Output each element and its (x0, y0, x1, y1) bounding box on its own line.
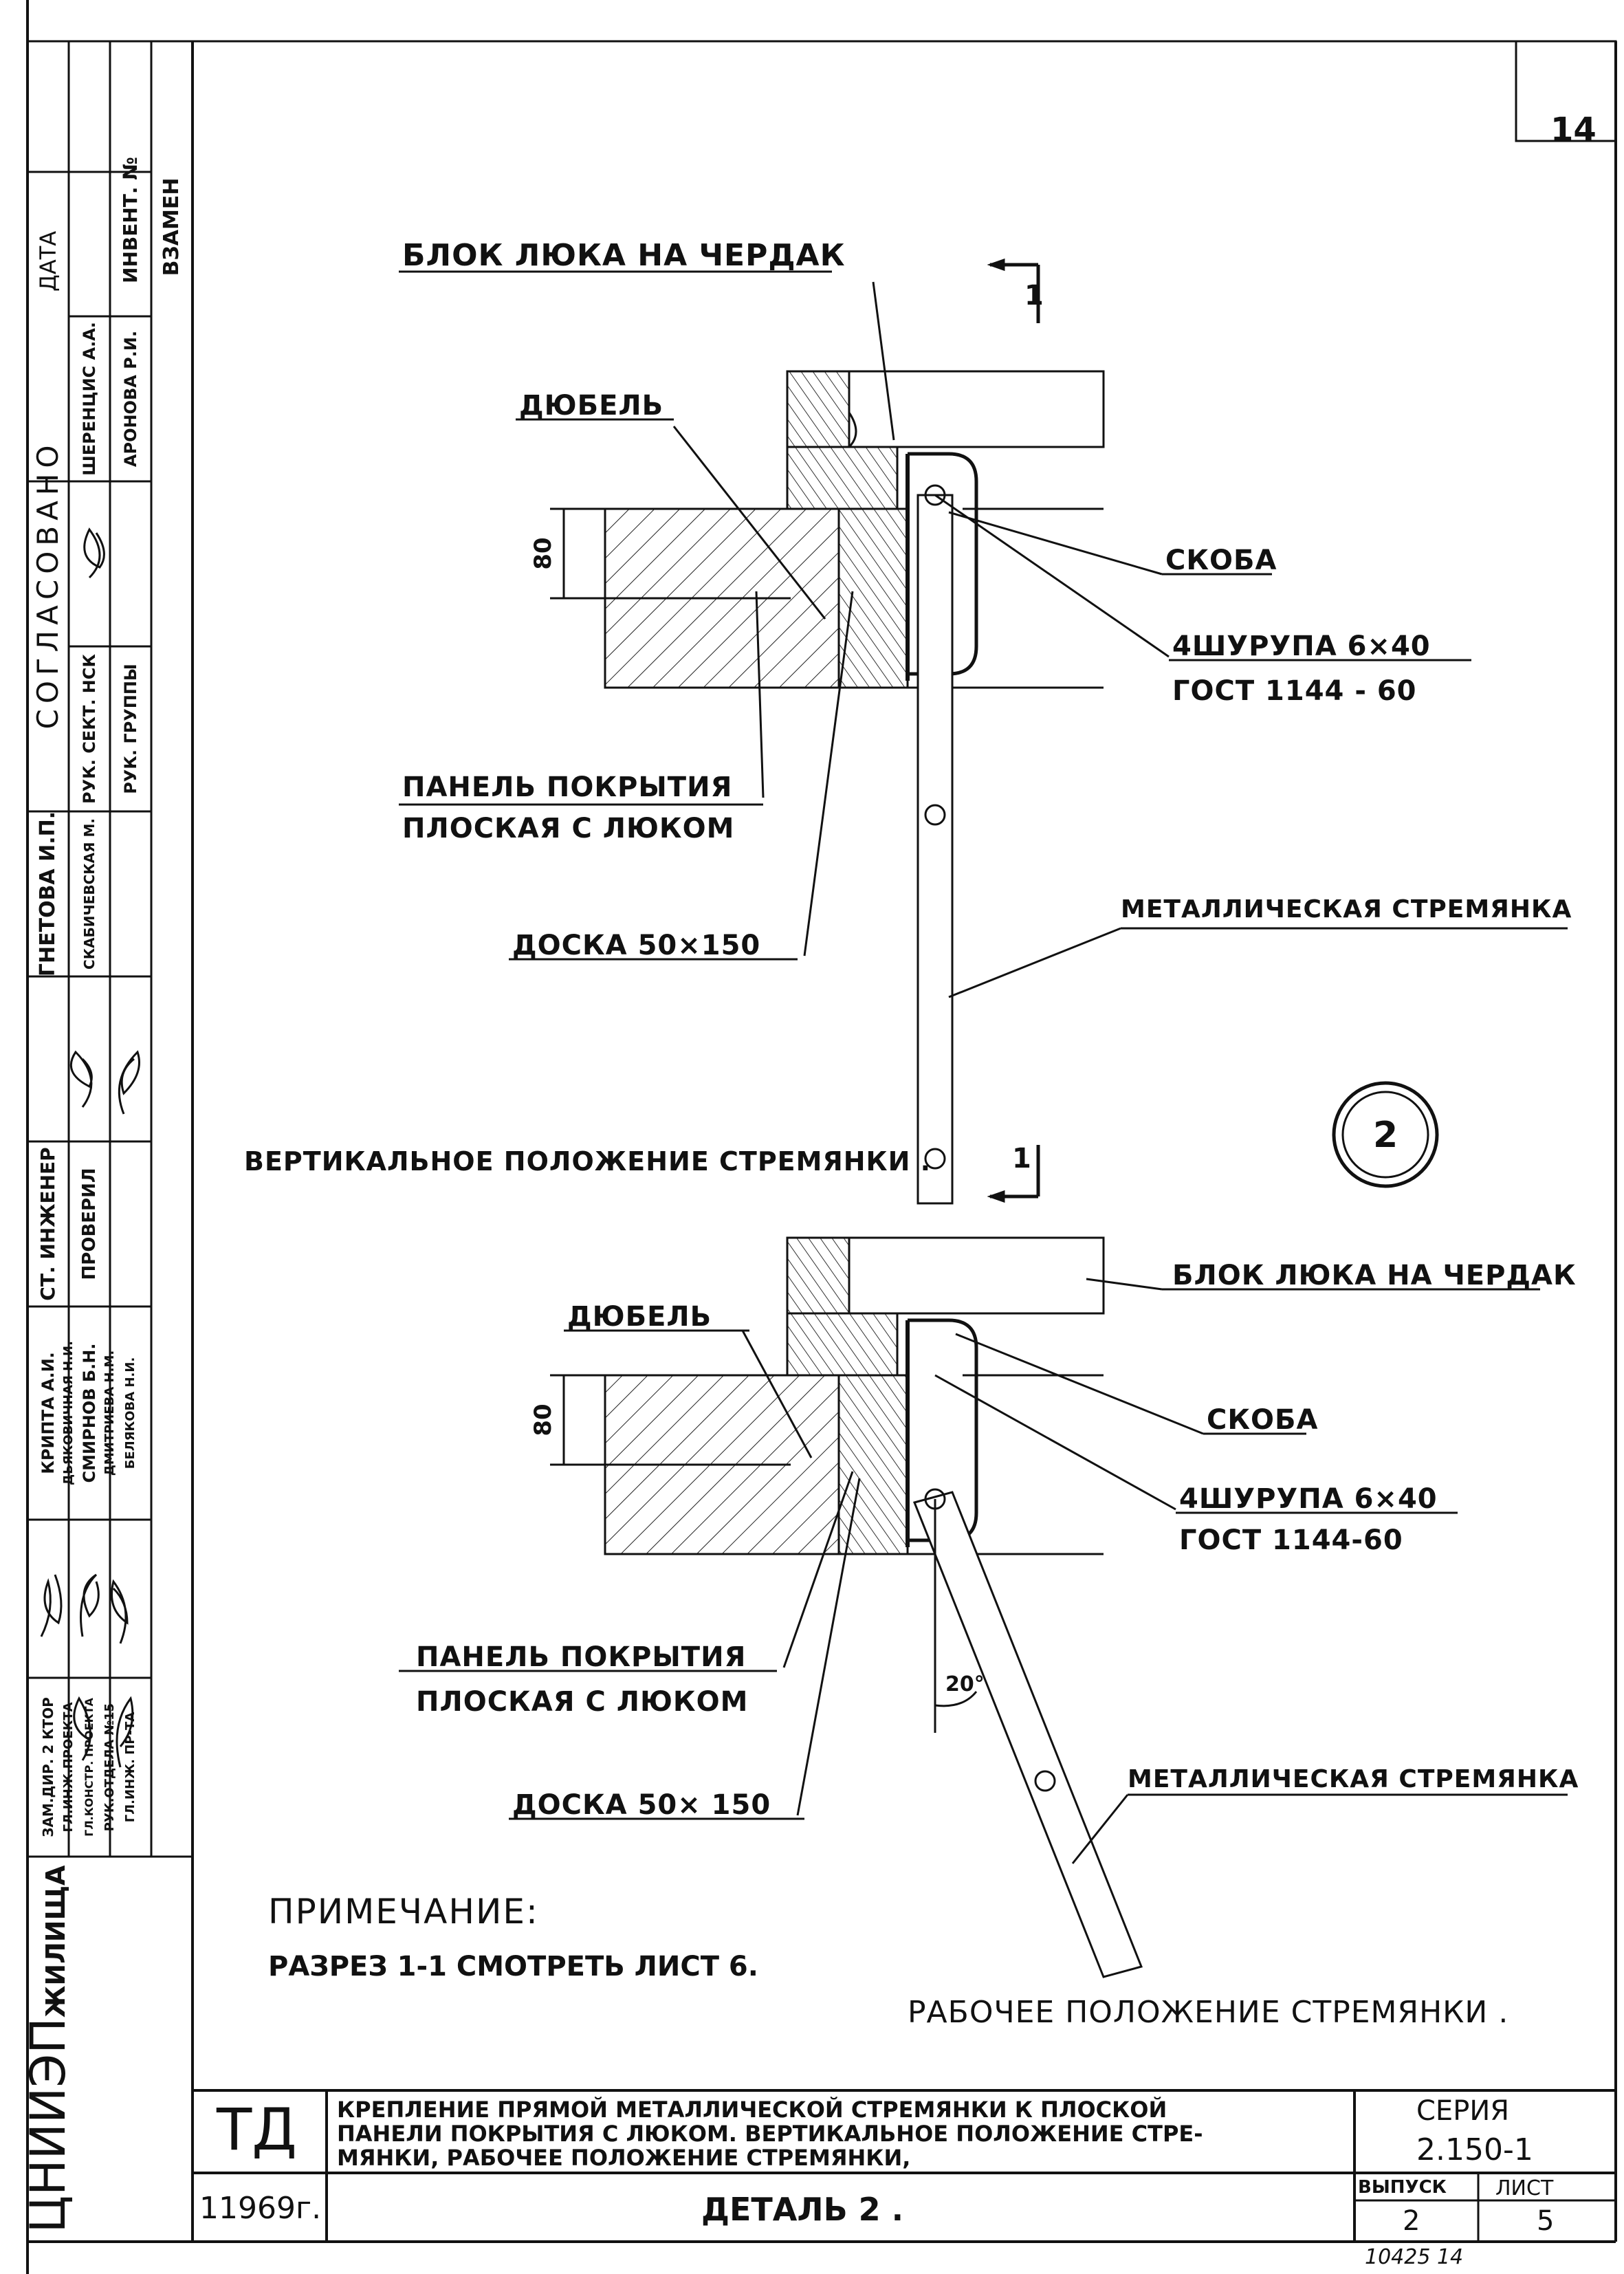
agree-role-1: РУК. СЕКТ. НСК (80, 654, 99, 804)
title-block-line-2: ПАНЕЛИ ПОКРЫТИЯ С ЛЮКОМ. ВЕРТИКАЛЬНОЕ ПО… (337, 2121, 1203, 2147)
section-mark-top: 1 (1024, 280, 1044, 311)
page-number-box (1515, 40, 1617, 142)
lower-panel-label-2: ПЛОСКАЯ С ЛЮКОМ (416, 1686, 749, 1718)
stamp-role-2: ГЛ.ИНЖ.ПРОЕКТА (61, 1702, 76, 1833)
engineer-role: СТ. ИНЖЕНЕР (36, 1147, 59, 1301)
lower-view-title: РАБОЧЕЕ ПОЛОЖЕНИЕ СТРЕМЯНКИ . (908, 1995, 1509, 2030)
upper-view-title: ВЕРТИКАЛЬНОЕ ПОЛОЖЕНИЕ СТРЕМЯНКИ . (244, 1146, 932, 1177)
organization-suffix: ЖИЛИЩА (41, 1865, 71, 2018)
note-text: РАЗРЕЗ 1-1 СМОТРЕТЬ ЛИСТ 6. (268, 1951, 758, 1982)
issue-label: ВЫПУСК (1358, 2177, 1447, 2198)
checked-name: СКАБИЧЕВСКАЯ М. (81, 818, 98, 970)
view-marker-number: 2 (1373, 1115, 1398, 1156)
title-block-code: ТД (217, 2096, 297, 2163)
organization-main: ЦНИИЭП (20, 2018, 76, 2233)
lower-panel-label-1: ПАНЕЛЬ ПОКРЫТИЯ (416, 1641, 747, 1673)
upper-dimension-80: 80 (529, 537, 557, 570)
section-mark-bottom: 1 (1012, 1143, 1031, 1174)
upper-screws-label-1: 4ШУРУПА 6×40 (1172, 631, 1431, 662)
stamp-header-date: ДАТА (35, 230, 61, 292)
frame (26, 0, 1617, 2274)
upper-detail (399, 258, 1568, 1205)
lower-screws-label-1: 4ШУРУПА 6×40 (1179, 1483, 1438, 1515)
lower-dowel-label: ДЮБЕЛЬ (567, 1301, 712, 1333)
sheet-label: ЛИСТ (1495, 2176, 1554, 2200)
lower-detail (399, 1236, 1568, 1978)
checked-role: ПРОВЕРИЛ (79, 1168, 100, 1280)
series-value: 2.150-1 (1416, 2132, 1533, 2167)
lower-bracket-label: СКОБА (1207, 1404, 1319, 1436)
note-heading: ПРИМЕЧАНИЕ: (268, 1892, 539, 1932)
title-block-line-1: КРЕПЛЕНИЕ ПРЯМОЙ МЕТАЛЛИЧЕСКОЙ СТРЕМЯНКИ… (337, 2097, 1167, 2123)
lower-ladder-label: МЕТАЛЛИЧЕСКАЯ СТРЕМЯНКА (1128, 1765, 1579, 1793)
stamp-header-replaced: ВЗАМЕН (160, 177, 184, 276)
agree-name-2: АРОНОВА Р.И. (121, 330, 140, 468)
stamp-header-inventory: ИНВЕНТ. № (119, 157, 142, 283)
stamp-role-3: ГЛ.КОНСТР. ПРОЕКТА (83, 1698, 96, 1837)
lower-screws-label-2: ГОСТ 1144-60 (1179, 1524, 1403, 1556)
stamp-name-1: КРИПТА А.И. (39, 1352, 58, 1474)
stamp-role-4: РУК.ОТДЕЛА №15 (102, 1703, 117, 1832)
organization-name: ЦНИИЭПЖИЛИЩА (20, 1865, 76, 2233)
issue-value: 2 (1403, 2205, 1420, 2237)
agree-role-2: РУК. ГРУППЫ (121, 664, 140, 794)
lower-hatch-block-label: БЛОК ЛЮКА НА ЧЕРДАК (1172, 1260, 1577, 1291)
title-block-grid (193, 2089, 1616, 2242)
upper-board-label: ДОСКА 50×150 (512, 930, 761, 961)
stamp-name-2: ДЬЯКОВИЧНАЯ Н.И. (61, 1341, 76, 1485)
upper-panel-label-2: ПЛОСКАЯ С ЛЮКОМ (402, 813, 735, 844)
lower-board-label: ДОСКА 50× 150 (512, 1789, 771, 1821)
upper-ladder-label: МЕТАЛЛИЧЕСКАЯ СТРЕМЯНКА (1121, 895, 1572, 923)
page-number: 14 (1550, 111, 1596, 149)
series-label: СЕРИЯ (1416, 2095, 1510, 2127)
stamp-header-agreed: СОГЛАСОВАНО (31, 439, 65, 730)
side-stamp-grid (28, 41, 193, 1858)
upper-dowel-label: ДЮБЕЛЬ (519, 390, 664, 422)
bottom-numbers: 10425 14 (1365, 2245, 1464, 2269)
stamp-role-1: ЗАМ.ДИР. 2 КТОР (40, 1697, 56, 1837)
detail-label: ДЕТАЛЬ 2 . (701, 2191, 904, 2228)
upper-hatch-block-label: БЛОК ЛЮКА НА ЧЕРДАК (402, 238, 846, 273)
engineer-name: ГНЕТОВА И.П. (36, 811, 60, 977)
upper-bracket-label: СКОБА (1165, 545, 1277, 576)
upper-screws-label-2: ГОСТ 1144 - 60 (1172, 675, 1417, 707)
sheet-value: 5 (1537, 2205, 1555, 2237)
stamp-name-3: СМИРНОВ Б.Н. (80, 1343, 99, 1483)
lower-angle-label: 20° (945, 1672, 985, 1696)
upper-panel-label-1: ПАНЕЛЬ ПОКРЫТИЯ (402, 772, 733, 803)
lower-dimension-80: 80 (529, 1403, 557, 1436)
title-block-line-3: МЯНКИ, РАБОЧЕЕ ПОЛОЖЕНИЕ СТРЕМЯНКИ, (337, 2145, 911, 2171)
signatures (40, 527, 140, 1768)
agree-name-1: ШЕРЕНЦИС А.А. (80, 322, 99, 476)
stamp-role-5: ГЛ.ИНЖ. ПР-ТА (123, 1712, 138, 1823)
stamp-name-4: ДМИТРИЕВА Н.М. (102, 1350, 117, 1476)
stamp-name-5: БЕЛЯКОВА Н.И. (123, 1357, 138, 1469)
order-number: 11969г. (199, 2191, 322, 2226)
